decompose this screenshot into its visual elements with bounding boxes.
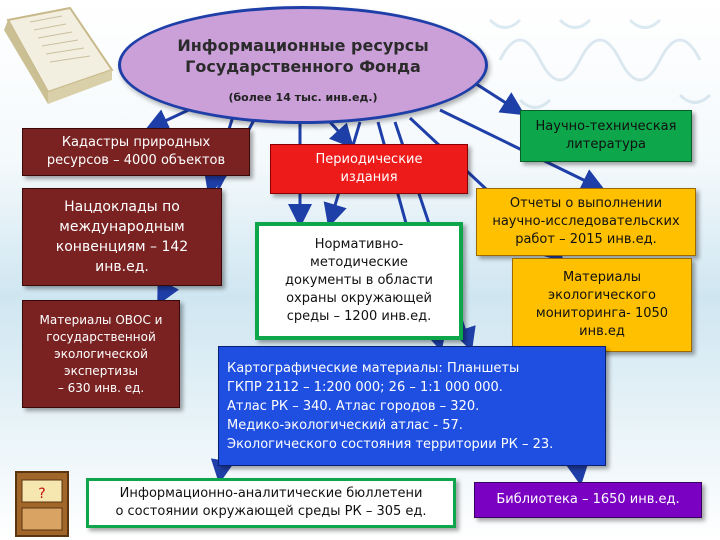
svg-text:?: ? <box>38 486 45 502</box>
box-national-reports-label: Нацдоклады по международным конвенциям –… <box>55 199 189 275</box>
box-bulletins: Информационно-аналитические бюллетени о … <box>86 478 456 528</box>
box-research-label: Отчеты о выполнении научно-исследователь… <box>492 196 680 247</box>
box-national-reports: Нацдоклады по международным конвенциям –… <box>22 188 222 286</box>
box-research: Отчеты о выполнении научно-исследователь… <box>476 188 696 256</box>
box-ovos: Материалы ОВОС и государственной экологи… <box>22 300 180 408</box>
box-monitoring: Материалы экологического мониторинга- 10… <box>512 258 692 352</box>
box-scitech: Научно-техническая литература <box>520 110 692 162</box>
box-monitoring-label: Материалы экологического мониторинга- 10… <box>535 270 669 339</box>
box-bulletins-label: Информационно-аналитические бюллетени о … <box>115 486 427 519</box>
box-periodicals: Периодические издания <box>270 144 468 194</box>
box-cartographic: Картографические материалы: Планшеты ГКП… <box>218 346 606 466</box>
central-subtitle: (более 14 тыс. инв.ед.) <box>228 91 378 104</box>
box-normative-label: Нормативно- методические документы в обл… <box>285 237 433 324</box>
box-normative: Нормативно- методические документы в обл… <box>255 222 463 340</box>
box-periodicals-label: Периодические издания <box>315 152 423 185</box>
box-cadastres: Кадастры природных ресурсов – 4000 объек… <box>22 128 250 176</box>
box-library-label: Библиотека – 1650 инв.ед. <box>496 492 680 507</box>
book-illustration <box>4 6 114 104</box>
box-scitech-label: Научно-техническая литература <box>535 119 677 152</box>
box-cartographic-label: Картографические материалы: Планшеты ГКП… <box>227 360 554 452</box>
cabinet-icon: ? <box>15 471 69 537</box>
ornament-pattern <box>488 18 712 109</box>
arrow-to-periodicals <box>328 120 355 149</box>
box-cadastres-label: Кадастры природных ресурсов – 4000 объек… <box>46 135 226 168</box>
box-library: Библиотека – 1650 инв.ед. <box>474 482 702 518</box>
arrow-to-scitech <box>469 78 526 116</box>
central-title: Информационные ресурсы Государственного … <box>177 36 429 76</box>
box-ovos-label: Материалы ОВОС и государственной экологи… <box>39 312 163 395</box>
central-oval: Информационные ресурсы Государственного … <box>118 6 488 124</box>
